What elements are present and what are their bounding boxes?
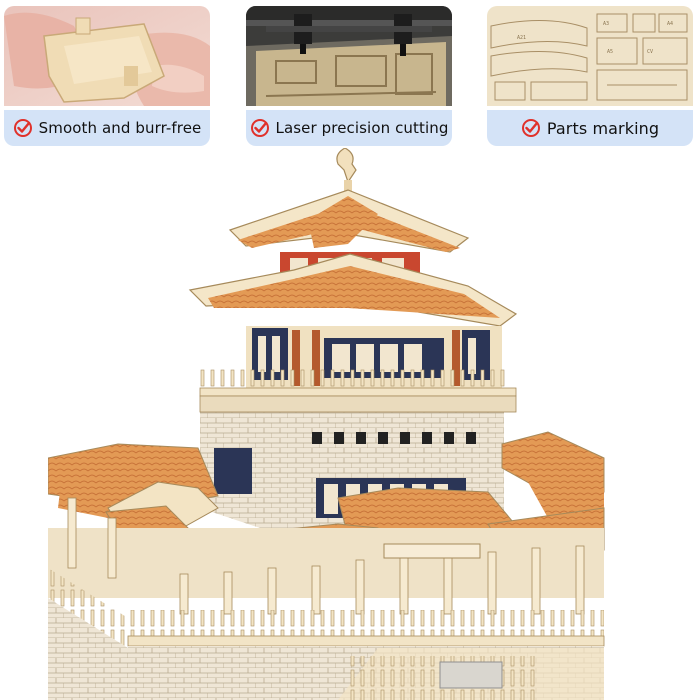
svg-text:A3: A3 — [603, 21, 609, 27]
svg-text:A5: A5 — [607, 49, 613, 55]
svg-text:CV: CV — [647, 49, 653, 55]
checkmark-circle-icon — [521, 119, 540, 137]
feature-label-laser: Laser precision cutting — [275, 119, 449, 137]
pagoda-model-image — [48, 148, 605, 700]
feature-caption-laser: Laser precision cutting — [246, 110, 452, 146]
feature-caption-smooth: Smooth and burr-free — [4, 110, 210, 146]
checkmark-circle-icon — [13, 119, 32, 137]
feature-card-laser: Laser precision cutting — [246, 6, 452, 146]
svg-text:A21: A21 — [517, 35, 526, 41]
svg-text:A4: A4 — [667, 21, 673, 27]
feature-label-smooth: Smooth and burr-free — [38, 119, 202, 137]
feature-card-marking: A21 A3 A4 CV A5 Parts marking — [487, 6, 693, 146]
feature-card-smooth: Smooth and burr-free — [4, 6, 210, 146]
feature-thumbnail-laser — [246, 6, 452, 106]
feature-label-marking: Parts marking — [546, 118, 660, 138]
feature-caption-marking: Parts marking — [487, 110, 693, 146]
checkmark-circle-icon — [250, 119, 269, 137]
feature-thumbnail-smooth — [4, 6, 210, 106]
feature-thumbnail-marking: A21 A3 A4 CV A5 — [487, 6, 693, 106]
